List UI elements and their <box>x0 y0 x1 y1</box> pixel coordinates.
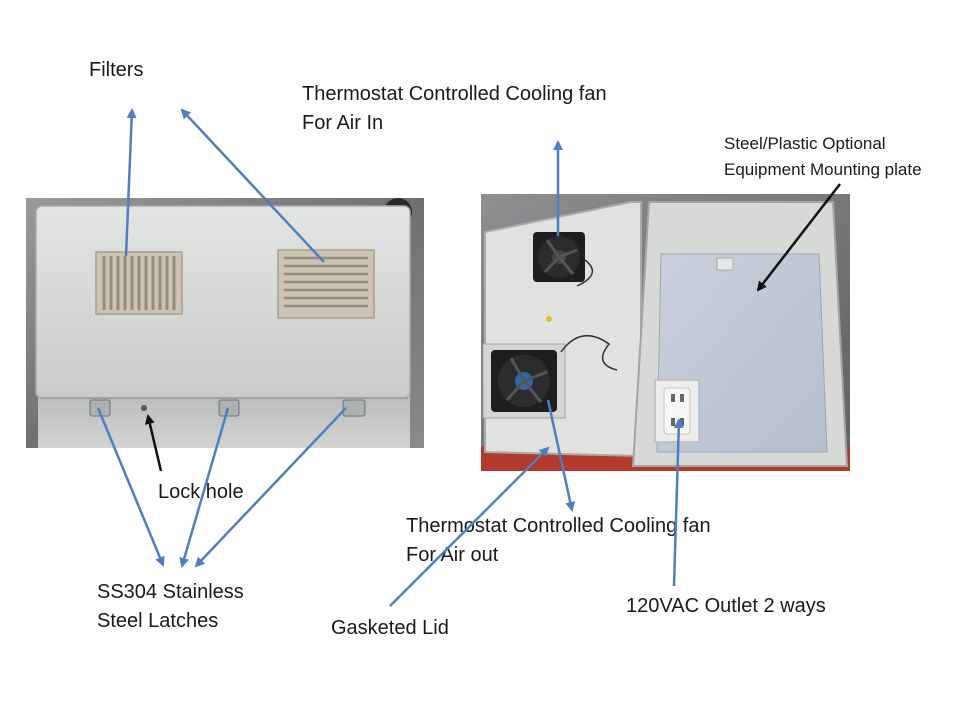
label-fan-air-out-line2: For Air out <box>406 544 499 566</box>
filter-vent-left <box>95 251 183 315</box>
label-fan-air-out-line1: Thermostat Controlled Cooling fan <box>406 515 711 537</box>
mounting-bracket <box>716 257 734 271</box>
closed-enclosure-photo <box>26 198 424 448</box>
fan-bottom <box>482 343 566 419</box>
label-fan-air-in-line2: For Air In <box>302 112 384 134</box>
latch-middle <box>218 399 240 417</box>
fan-top <box>533 232 585 282</box>
label-latches-line1: SS304 Stainless <box>97 581 244 603</box>
open-enclosure-photo <box>481 194 850 471</box>
label-mounting-plate-line1: Steel/Plastic Optional <box>724 134 886 153</box>
label-lock-hole: Lock hole <box>158 481 244 503</box>
label-gasketed-lid: Gasketed Lid <box>331 617 449 639</box>
label-filters: Filters <box>89 59 144 81</box>
latch-right <box>342 399 366 417</box>
label-mounting-plate-line2: Equipment Mounting plate <box>724 160 922 179</box>
label-latches-line2: Steel Latches <box>97 610 219 632</box>
filter-vent-right <box>277 249 375 319</box>
label-outlet: 120VAC Outlet 2 ways <box>626 595 826 617</box>
outlet-box <box>654 379 700 443</box>
lock-hole <box>141 405 147 411</box>
label-fan-air-in-line1: Thermostat Controlled Cooling fan <box>302 83 607 105</box>
latch-left <box>89 399 111 417</box>
